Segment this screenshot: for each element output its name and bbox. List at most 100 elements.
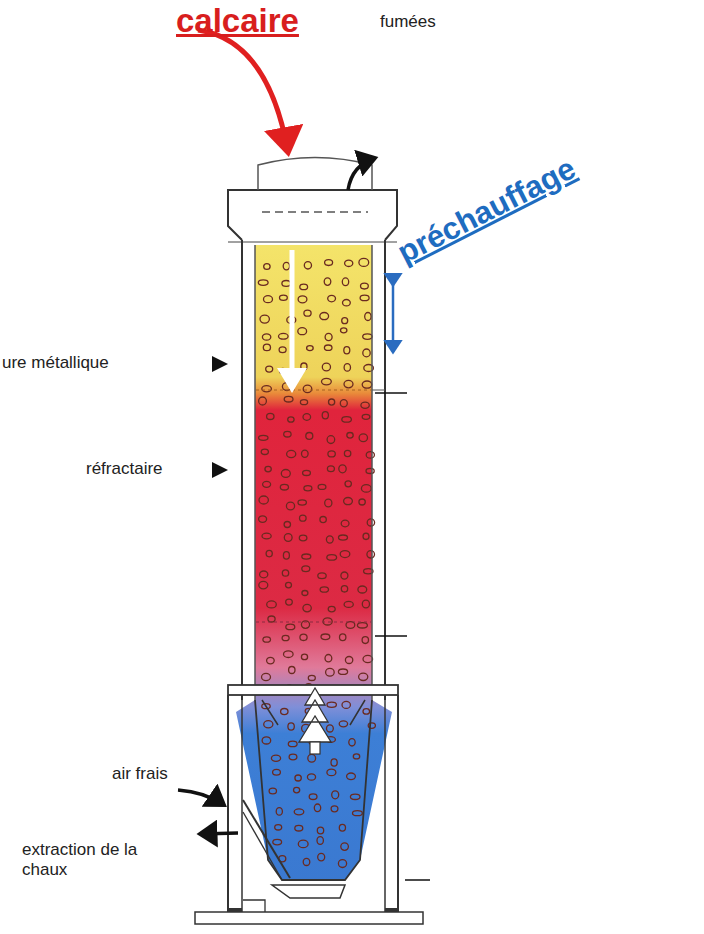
stone	[295, 775, 301, 781]
stone	[320, 587, 328, 592]
stone	[287, 450, 296, 457]
stone	[328, 606, 335, 612]
stone	[320, 517, 326, 523]
stone	[259, 516, 267, 523]
stone	[345, 260, 353, 266]
stone	[298, 328, 307, 335]
stone	[283, 552, 289, 559]
stone	[344, 601, 353, 607]
stone	[300, 284, 308, 290]
stone	[298, 296, 307, 303]
stone	[307, 346, 314, 351]
stone	[267, 413, 274, 419]
stone	[268, 616, 275, 622]
stone	[301, 654, 307, 659]
stone	[353, 754, 359, 759]
stone	[308, 675, 315, 680]
stone	[344, 347, 350, 354]
stone	[363, 709, 370, 715]
stone	[341, 843, 349, 850]
stone	[339, 535, 348, 540]
stone	[263, 637, 271, 642]
stone	[322, 378, 332, 385]
part-label: extraction de la chaux	[22, 840, 162, 879]
stone	[259, 496, 268, 504]
stone	[344, 498, 353, 505]
stone	[295, 825, 303, 831]
stone	[341, 328, 347, 333]
stone	[267, 657, 275, 664]
stone	[347, 433, 353, 439]
stone	[265, 466, 271, 471]
stone	[363, 655, 373, 662]
stone	[362, 600, 369, 608]
stone	[279, 347, 286, 353]
stone	[260, 315, 269, 323]
stone	[328, 451, 335, 457]
stone	[259, 397, 267, 405]
stone	[362, 637, 368, 644]
stone	[361, 485, 371, 493]
stone	[280, 368, 286, 373]
stone	[282, 570, 288, 576]
stone	[359, 673, 368, 680]
preheat-label: préchauffage	[392, 151, 582, 271]
stone	[259, 581, 268, 589]
stone	[331, 759, 337, 766]
stone	[262, 673, 271, 680]
part-label: air frais	[112, 764, 168, 784]
stone	[273, 769, 281, 775]
stone	[289, 667, 295, 674]
stone	[328, 295, 336, 301]
stone	[331, 806, 338, 812]
stone	[266, 550, 272, 556]
stone	[282, 635, 289, 640]
stone	[303, 604, 311, 611]
stone	[327, 466, 334, 472]
stone	[280, 484, 288, 490]
stone	[345, 481, 351, 487]
stone	[294, 809, 304, 815]
stone	[321, 634, 330, 640]
stone	[318, 484, 326, 489]
stone	[324, 345, 332, 350]
stone	[286, 624, 295, 630]
stone	[288, 417, 294, 422]
stone	[284, 431, 291, 437]
stone	[286, 582, 292, 588]
stone	[327, 769, 336, 775]
stone	[367, 551, 375, 558]
stone	[325, 499, 332, 507]
stone	[303, 470, 311, 475]
stone	[263, 481, 271, 487]
fumes-label: fumées	[380, 12, 436, 32]
stone	[262, 334, 270, 340]
stone	[327, 702, 336, 707]
stone	[266, 366, 273, 372]
stone	[261, 449, 268, 454]
stone	[342, 417, 352, 422]
stone	[306, 433, 313, 440]
stone	[288, 723, 294, 730]
stone	[284, 522, 290, 528]
stone	[365, 313, 371, 321]
stone	[279, 333, 289, 339]
stone	[286, 599, 293, 605]
stone	[340, 634, 346, 641]
stone	[284, 534, 292, 542]
stone	[303, 385, 312, 392]
stone	[341, 572, 348, 579]
stone	[294, 787, 300, 793]
stone	[346, 622, 355, 629]
stone	[289, 754, 297, 760]
stone	[303, 858, 310, 865]
stone	[303, 414, 311, 421]
stone	[361, 402, 369, 408]
feed-label: calcaire	[176, 2, 299, 40]
stone	[327, 555, 337, 561]
stone	[304, 310, 311, 316]
stone	[281, 709, 288, 715]
stone	[341, 586, 347, 592]
stone	[342, 701, 350, 708]
stone	[273, 839, 282, 844]
